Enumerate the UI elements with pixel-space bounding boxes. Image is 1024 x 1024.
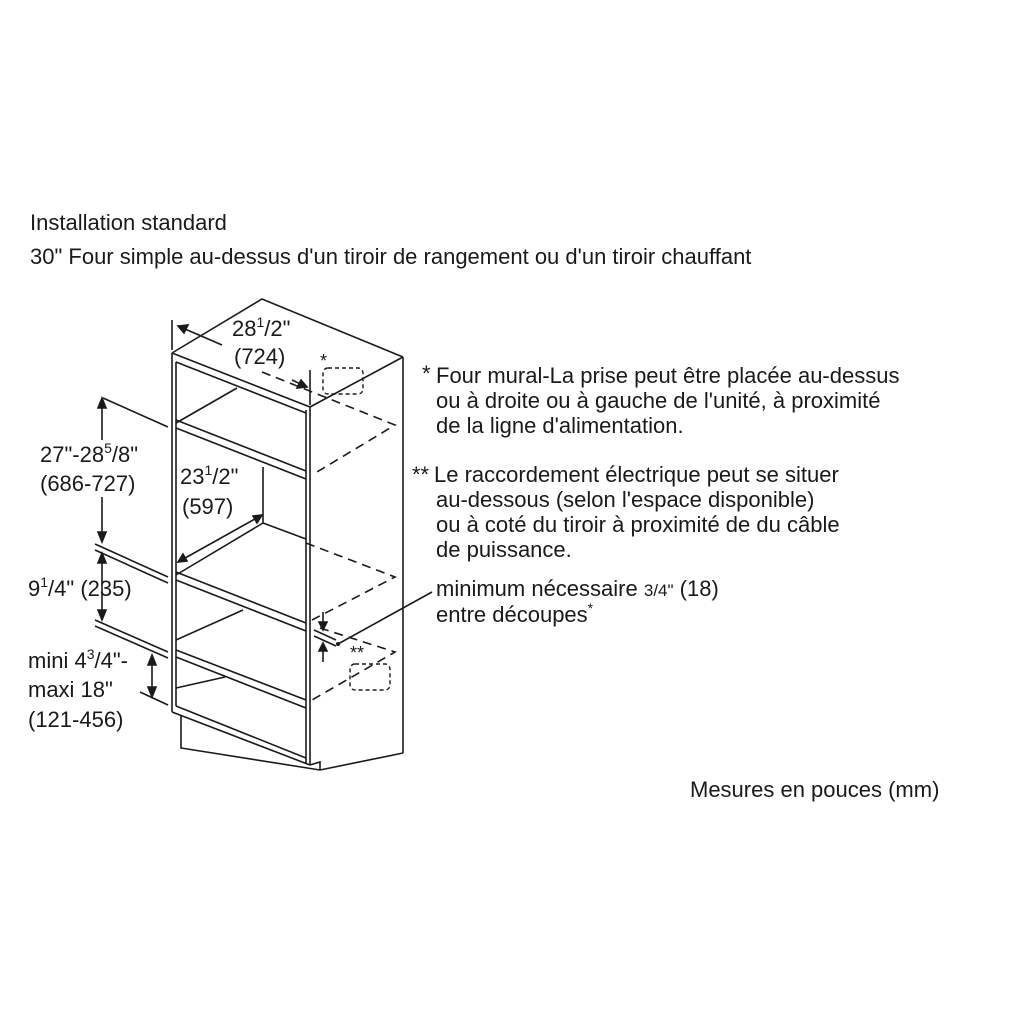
units-note: Mesures en pouces (mm) <box>690 777 940 802</box>
outlet-star-top: * <box>320 351 328 371</box>
cutout-height-label: 27"-285/8" <box>40 440 139 467</box>
depth-mm: (724) <box>234 344 286 369</box>
cutout-height-mm: (686-727) <box>40 471 136 496</box>
note-star2-mark: ** <box>412 462 430 487</box>
inner-depth-mm: (597) <box>182 494 234 519</box>
gap-height-label: 91/4" (235) <box>28 574 132 601</box>
note-star1-line: Four mural-La prise peut être placée au-… <box>436 363 900 388</box>
minimum-note-line2: entre découpes* <box>436 600 594 627</box>
minimum-note: minimum nécessaire 3/4" (18) <box>436 576 719 601</box>
depth-label: 281/2" <box>232 314 291 341</box>
outlet-box-bottom <box>349 663 391 691</box>
drawer-height-label: mini 43/4"- <box>28 646 128 673</box>
cabinet-top-edge <box>171 298 404 358</box>
note-star2-line: au-dessous (selon l'espace disponible) <box>436 487 815 512</box>
note-star2-line: ou à coté du tiroir à proximité de du câ… <box>436 512 840 537</box>
outlet-box-top <box>322 367 364 395</box>
note-star1-mark: * <box>422 361 431 386</box>
note-star1-line: ou à droite ou à gauche de l'unité, à pr… <box>436 388 881 413</box>
inner-depth-label: 231/2" <box>180 462 239 489</box>
note-star2-line: de puissance. <box>436 537 572 562</box>
title-line1: Installation standard <box>30 210 227 235</box>
drawer-height-mm: (121-456) <box>28 707 124 732</box>
note-star1-line: de la ligne d'alimentation. <box>436 413 684 438</box>
title-line2: 30" Four simple au-dessus d'un tiroir de… <box>30 244 752 269</box>
outlet-star-bottom: ** <box>350 643 365 663</box>
note-star2-line: Le raccordement électrique peut se situe… <box>434 462 839 487</box>
drawer-height-max: maxi 18" <box>28 677 113 702</box>
